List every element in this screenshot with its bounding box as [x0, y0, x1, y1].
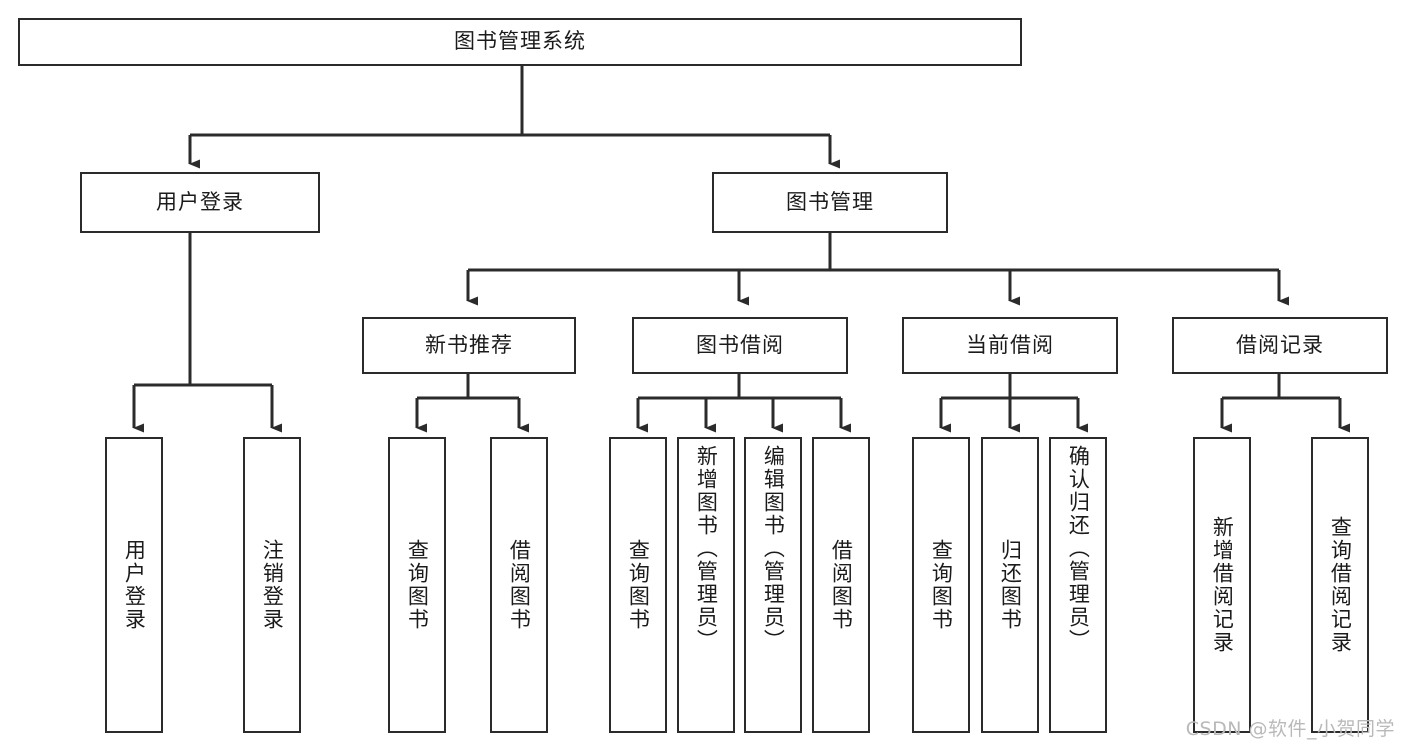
leaf-cb-return-book[interactable]: 归还图书 — [981, 437, 1039, 733]
node-root-book-management-system[interactable]: 图书管理系统 — [18, 18, 1022, 66]
node-label: 新增借阅记录 — [1210, 516, 1235, 654]
node-book-borrow[interactable]: 图书借阅 — [632, 317, 848, 374]
leaf-bb-query-book[interactable]: 查询图书 — [609, 437, 667, 733]
node-user-login[interactable]: 用户登录 — [80, 172, 320, 233]
node-label: 用户登录 — [122, 539, 147, 631]
node-new-book-recommend[interactable]: 新书推荐 — [362, 317, 576, 374]
leaf-nb-borrow-book[interactable]: 借阅图书 — [490, 437, 548, 733]
node-label: 图书管理 — [786, 189, 874, 214]
node-label: 图书管理系统 — [454, 29, 586, 54]
node-label: 新书推荐 — [425, 332, 513, 357]
leaf-br-query-record[interactable]: 查询借阅记录 — [1311, 437, 1369, 733]
leaf-bb-borrow-book[interactable]: 借阅图书 — [812, 437, 870, 733]
node-label: 编辑图书（管理员） — [761, 445, 786, 652]
node-label: 查询图书 — [929, 539, 954, 631]
watermark-text: CSDN @软件_小贺同学 — [1185, 718, 1395, 740]
node-label: 借阅图书 — [507, 539, 532, 631]
leaf-cb-query-book[interactable]: 查询图书 — [912, 437, 970, 733]
leaf-cb-confirm-return-admin[interactable]: 确认归还（管理员） — [1049, 437, 1107, 733]
node-label: 新增图书（管理员） — [694, 445, 719, 652]
node-label: 确认归还（管理员） — [1066, 445, 1091, 652]
leaf-nb-query-book[interactable]: 查询图书 — [388, 437, 446, 733]
node-current-borrow[interactable]: 当前借阅 — [902, 317, 1118, 374]
node-book-management[interactable]: 图书管理 — [712, 172, 948, 233]
node-label: 查询图书 — [405, 539, 430, 631]
node-label: 查询借阅记录 — [1328, 516, 1353, 654]
node-label: 当前借阅 — [966, 332, 1054, 357]
node-label: 查询图书 — [626, 539, 651, 631]
node-label: 用户登录 — [156, 189, 244, 214]
leaf-bb-add-book-admin[interactable]: 新增图书（管理员） — [677, 437, 735, 733]
node-borrow-records[interactable]: 借阅记录 — [1172, 317, 1388, 374]
leaf-br-add-record[interactable]: 新增借阅记录 — [1193, 437, 1251, 733]
leaf-logout[interactable]: 注销登录 — [243, 437, 301, 733]
leaf-user-login[interactable]: 用户登录 — [105, 437, 163, 733]
node-label: 借阅图书 — [829, 539, 854, 631]
node-label: 借阅记录 — [1236, 332, 1324, 357]
node-label: 图书借阅 — [696, 332, 784, 357]
node-label: 注销登录 — [260, 539, 285, 631]
node-label: 归还图书 — [998, 539, 1023, 631]
leaf-bb-edit-book-admin[interactable]: 编辑图书（管理员） — [744, 437, 802, 733]
